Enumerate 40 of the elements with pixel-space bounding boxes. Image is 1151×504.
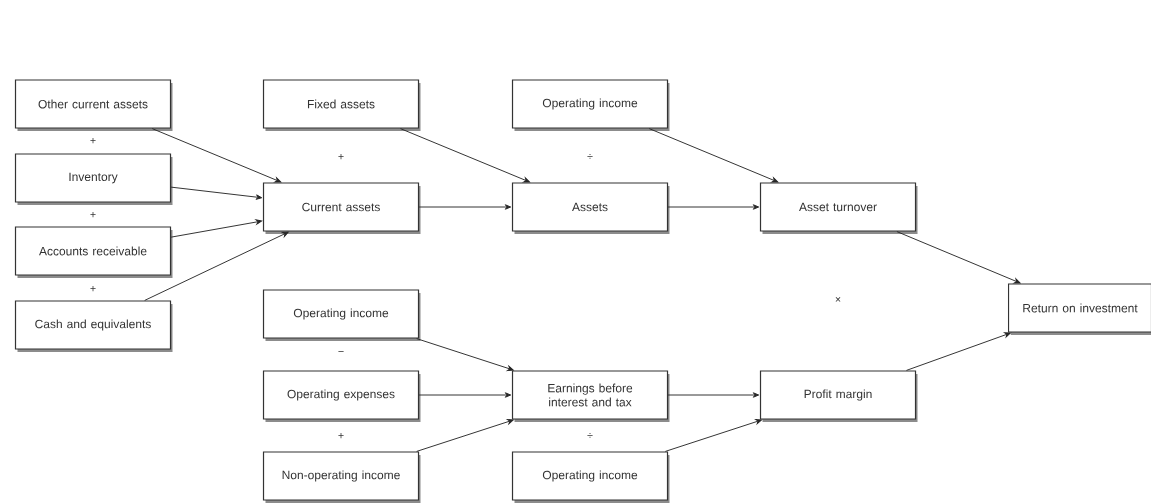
process-box: Return on investment <box>1007 283 1151 335</box>
arrow <box>400 128 530 183</box>
arrow <box>416 419 514 452</box>
process-box: Other current assets <box>14 79 173 131</box>
process-box: Accounts receivable <box>14 226 173 278</box>
process-box: Earnings before interest and tax <box>511 370 670 422</box>
operator-sign: ÷ <box>587 433 593 438</box>
arrow <box>418 204 512 210</box>
process-box: Cash and equivalents <box>14 300 173 352</box>
arrow <box>418 392 512 398</box>
process-box: Fixed assets <box>262 79 421 131</box>
process-box: Inventory <box>14 153 173 205</box>
operator-sign: + <box>90 285 96 292</box>
arrow <box>144 231 289 301</box>
arrow <box>896 231 1021 284</box>
process-box: Profit margin <box>759 370 918 422</box>
arrow <box>667 392 760 398</box>
process-box: Asset turnover <box>759 182 918 234</box>
process-box: Non-operating income <box>262 451 421 503</box>
process-box: Current assets <box>262 182 421 234</box>
operator-sign: − <box>338 351 344 352</box>
operator-sign: + <box>90 137 96 144</box>
arrow <box>170 219 263 238</box>
arrow <box>664 419 763 452</box>
process-box: Operating expenses <box>262 370 421 422</box>
operator-sign: × <box>835 297 841 302</box>
arrow <box>648 128 779 183</box>
arrow <box>170 186 263 200</box>
process-box: Operating income <box>262 289 421 341</box>
process-box: Operating income <box>511 79 670 131</box>
process-box: Assets <box>511 182 670 234</box>
arrow <box>667 204 760 210</box>
arrow <box>151 128 282 183</box>
operator-sign: + <box>338 432 344 439</box>
arrow <box>416 338 514 371</box>
arrow <box>905 332 1011 371</box>
process-box: Operating income <box>511 451 670 503</box>
operator-sign: + <box>90 211 96 218</box>
operator-sign: ÷ <box>587 154 593 159</box>
operator-sign: + <box>338 153 344 160</box>
